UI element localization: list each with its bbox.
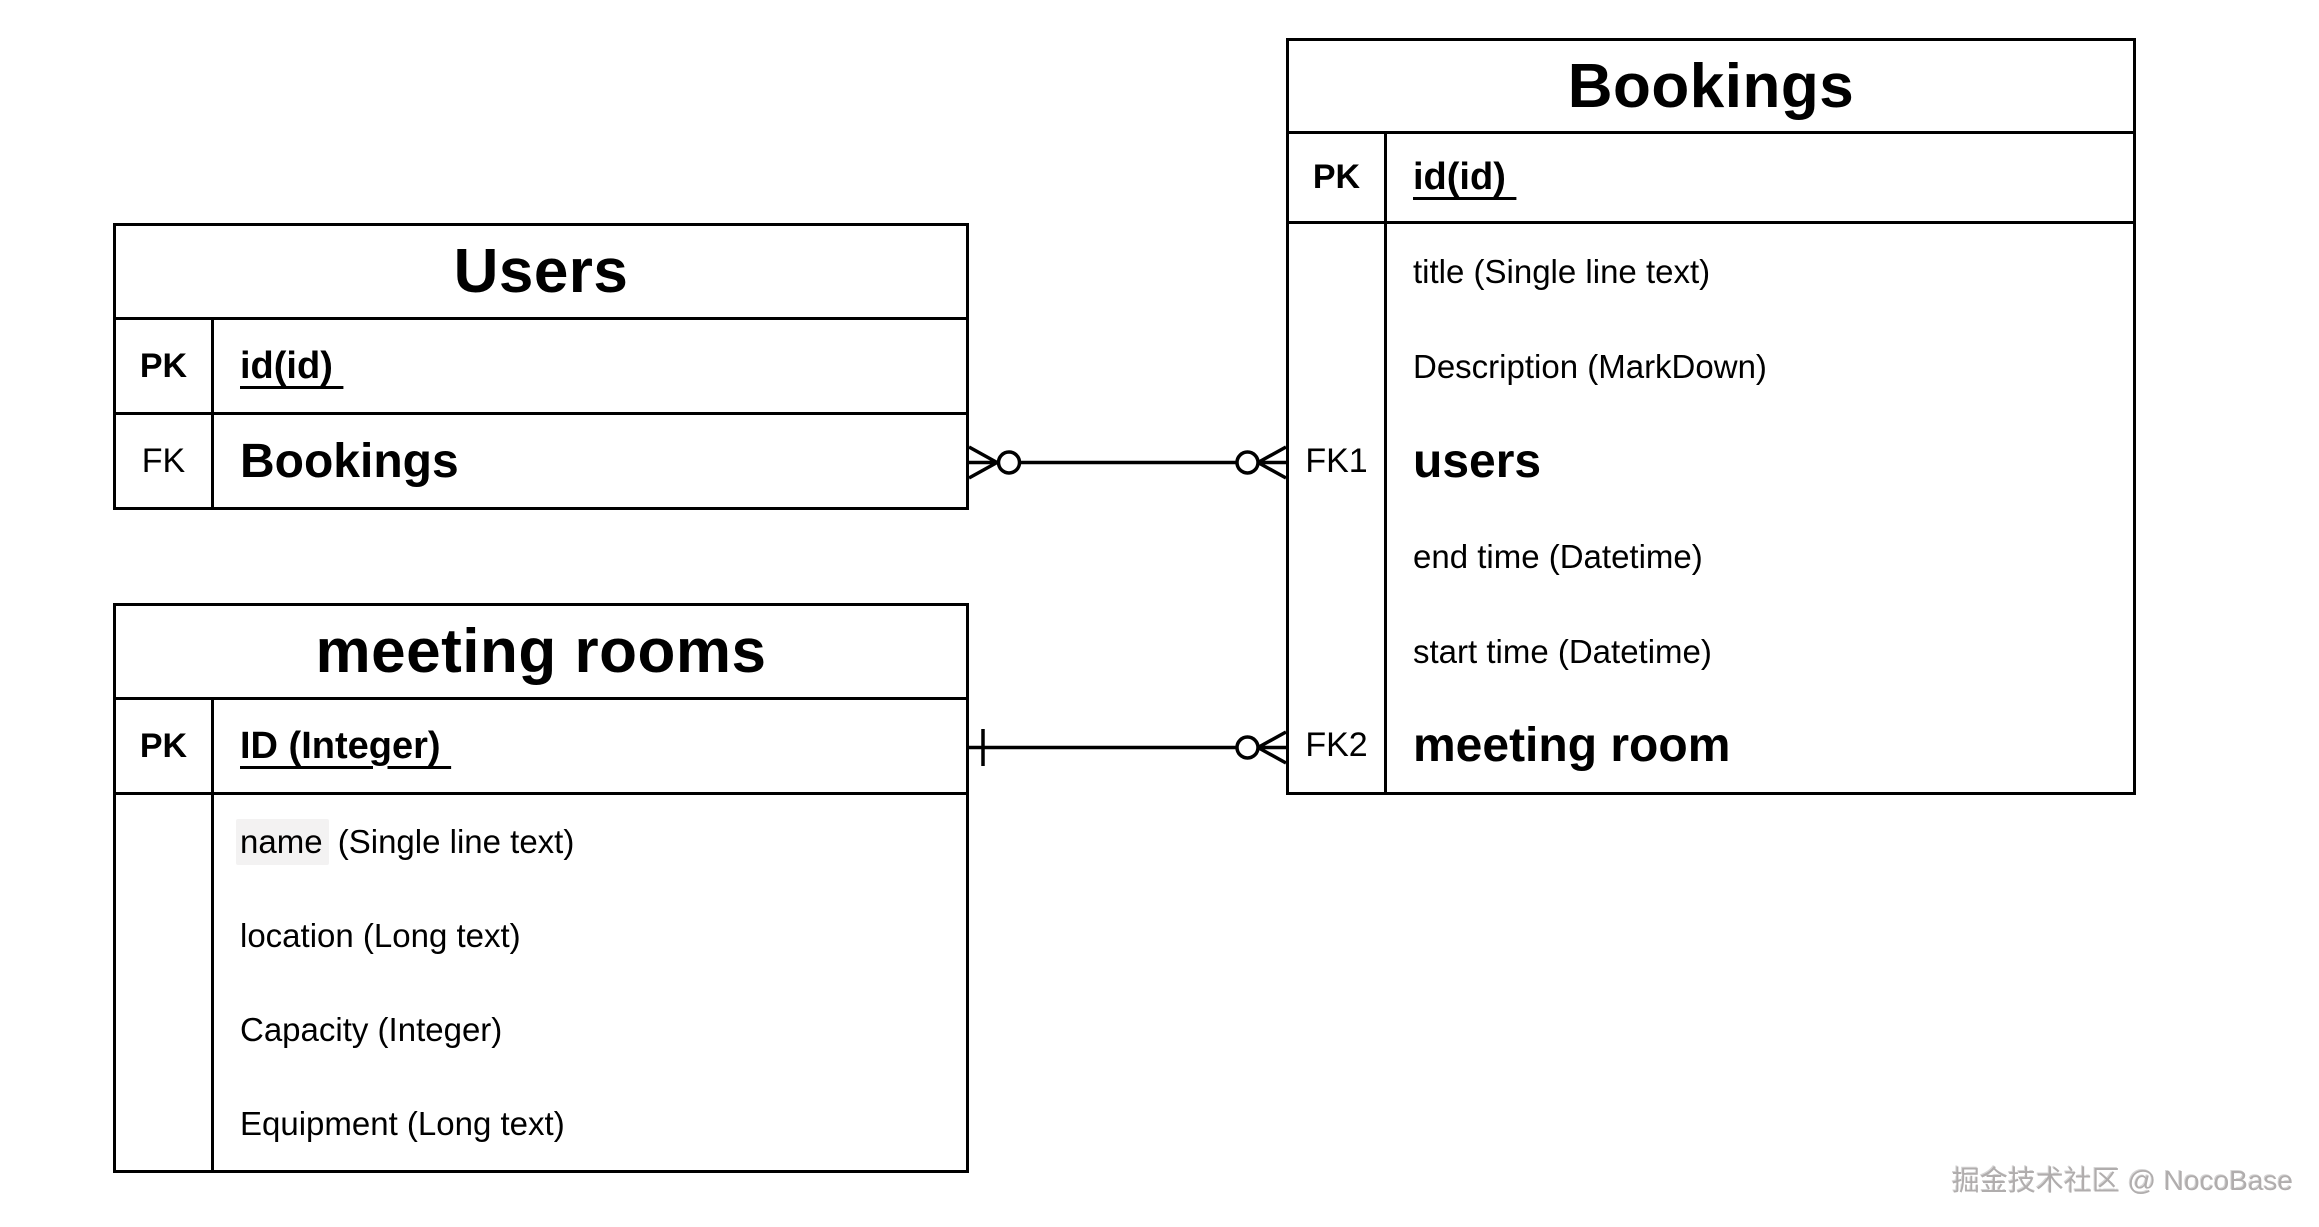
attribute-cell: Description (MarkDown): [1387, 319, 2133, 414]
fk1-key-cell: FK1: [1289, 414, 1387, 509]
many-cardinality-icon: [968, 445, 998, 480]
attribute-row: end time (Datetime): [1289, 509, 2133, 604]
attribute-cell: start time (Datetime): [1387, 604, 2133, 699]
attribute-cell: location (Long text): [214, 889, 966, 983]
attribute-label: Capacity (Integer): [240, 1011, 503, 1048]
attribute-cell: name (Single line text): [214, 795, 966, 889]
attribute-label: location (Long text): [240, 917, 521, 954]
fk-attribute-label: meeting room: [1413, 719, 1731, 772]
attribute-row: PK id(id): [1289, 134, 2133, 224]
zero-cardinality-icon: [1235, 450, 1260, 475]
attribute-cell: ID (Integer): [214, 700, 966, 792]
pk-key-cell: PK: [1289, 134, 1387, 221]
key-cell: [1289, 509, 1387, 604]
attribute-row: Capacity (Integer): [116, 983, 966, 1077]
fk-key-cell: FK: [116, 415, 214, 507]
zero-cardinality-icon: [996, 450, 1022, 475]
entity-bookings: Bookings PK id(id) title (Single line te…: [1286, 38, 2136, 795]
attribute-label: end time (Datetime): [1413, 537, 1703, 575]
attribute-row: FK1 users: [1289, 414, 2133, 509]
entity-meeting-rooms: meeting rooms PK ID (Integer) name (Sing…: [113, 603, 969, 1173]
fk-attribute-label: Bookings: [240, 434, 459, 488]
entity-title-users: Users: [116, 226, 966, 320]
attribute-cell: Capacity (Integer): [214, 983, 966, 1077]
zero-cardinality-icon: [1235, 735, 1260, 760]
fk-attribute-label: users: [1413, 435, 1542, 488]
attribute-label: title (Single line text): [1413, 252, 1711, 290]
many-cardinality-icon: [1257, 445, 1287, 480]
attribute-row: Equipment (Long text): [116, 1077, 966, 1170]
key-cell: [116, 889, 214, 983]
attribute-cell: title (Single line text): [1387, 224, 2133, 319]
pk-key-cell: PK: [116, 320, 214, 412]
key-cell: [116, 983, 214, 1077]
fk2-key-cell: FK2: [1289, 699, 1387, 792]
entity-title-bookings: Bookings: [1289, 41, 2133, 134]
pk-key-cell: PK: [116, 700, 214, 792]
pk-attribute-label: ID (Integer): [240, 724, 452, 767]
attribute-row: FK Bookings: [116, 415, 966, 507]
watermark: 掘金技术社区 @ NocoBase: [1951, 1165, 2293, 1196]
attribute-label-highlighted: name: [236, 819, 329, 865]
attribute-cell: id(id): [214, 320, 966, 412]
attribute-cell: id(id): [1387, 134, 2133, 221]
key-cell: [116, 795, 214, 889]
attribute-label: Equipment (Long text): [240, 1104, 565, 1142]
pk-attribute-label: id(id): [240, 344, 344, 387]
attribute-label: start time (Datetime): [1413, 632, 1712, 670]
attribute-cell: Bookings: [214, 415, 966, 507]
key-cell: [1289, 604, 1387, 699]
attribute-cell: Equipment (Long text): [214, 1077, 966, 1170]
attribute-row: title (Single line text): [1289, 224, 2133, 319]
attribute-label: (Single line text): [328, 823, 575, 860]
relationship-users-bookings: [968, 445, 1287, 480]
attribute-row: PK id(id): [116, 320, 966, 415]
attribute-row: FK2 meeting room: [1289, 699, 2133, 792]
attribute-cell: users: [1387, 414, 2133, 509]
many-cardinality-icon: [1257, 730, 1287, 765]
attribute-row: name (Single line text): [116, 795, 966, 889]
attribute-row: location (Long text): [116, 889, 966, 983]
key-cell: [116, 1077, 214, 1170]
attribute-row: Description (MarkDown): [1289, 319, 2133, 414]
key-cell: [1289, 319, 1387, 414]
attribute-row: PK ID (Integer): [116, 700, 966, 795]
entity-title-meeting-rooms: meeting rooms: [116, 606, 966, 700]
relationship-meeting-rooms-bookings: [969, 729, 1287, 766]
attribute-cell: end time (Datetime): [1387, 509, 2133, 604]
key-cell: [1289, 224, 1387, 319]
attribute-label: Description (MarkDown): [1413, 347, 1767, 385]
pk-attribute-label: id(id): [1413, 156, 1517, 198]
attribute-cell: meeting room: [1387, 699, 2133, 792]
attribute-row: start time (Datetime): [1289, 604, 2133, 699]
entity-users: Users PK id(id) FK Bookings: [113, 223, 969, 510]
